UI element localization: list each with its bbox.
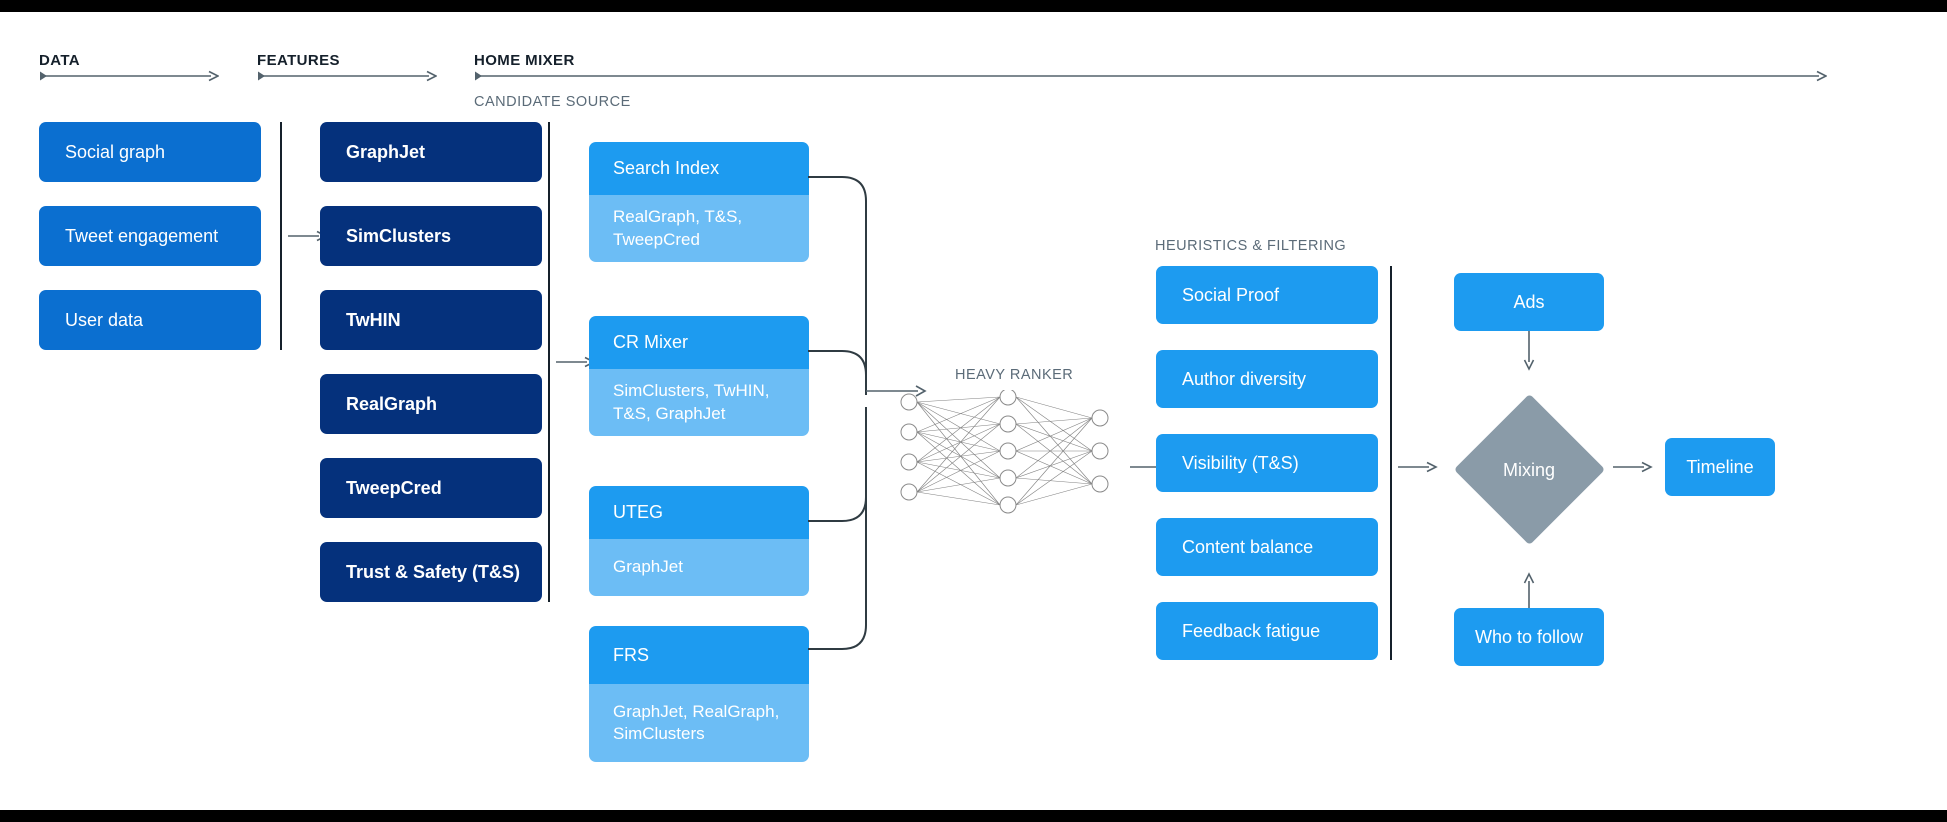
candidate-source-features: SimClusters, TwHIN, T&S, GraphJet — [589, 369, 809, 436]
mixing-input-ads[interactable]: Ads — [1454, 273, 1604, 331]
candidate-source-name: UTEG — [589, 486, 809, 539]
heuristic-box-social-proof[interactable]: Social Proof — [1156, 266, 1378, 324]
section-arrow-features — [257, 70, 437, 82]
section-arrow-home-mixer — [474, 70, 1827, 82]
divider-heuristics-mixing — [1390, 266, 1392, 660]
section-title-features: FEATURES — [257, 52, 340, 69]
feature-box-realgraph[interactable]: RealGraph — [320, 374, 542, 434]
section-title-home-mixer: HOME MIXER — [474, 52, 575, 69]
arrow-heuristics-to-mixing — [1398, 460, 1438, 474]
candidate-source-card-frs[interactable]: FRS GraphJet, RealGraph, SimClusters — [589, 626, 809, 762]
candidate-source-features: GraphJet, RealGraph, SimClusters — [589, 684, 809, 762]
heavy-ranker-neural-network — [895, 388, 1125, 530]
arrow-mixing-to-timeline — [1613, 460, 1653, 474]
data-box-social-graph[interactable]: Social graph — [39, 122, 261, 182]
feature-box-simclusters[interactable]: SimClusters — [320, 206, 542, 266]
mixing-output-timeline[interactable]: Timeline — [1665, 438, 1775, 496]
section-arrow-data — [39, 70, 219, 82]
candidate-source-card-search-index[interactable]: Search Index RealGraph, T&S, TweepCred — [589, 142, 809, 262]
connector-candidate-sources-to-ranker — [806, 152, 966, 662]
candidate-source-features: GraphJet — [589, 539, 809, 596]
mixing-diamond-label: Mixing — [1502, 459, 1555, 480]
candidate-source-name: CR Mixer — [589, 316, 809, 369]
candidate-source-name: FRS — [589, 626, 809, 684]
data-box-tweet-engagement[interactable]: Tweet engagement — [39, 206, 261, 266]
candidate-source-name: Search Index — [589, 142, 809, 195]
candidate-source-card-cr-mixer[interactable]: CR Mixer SimClusters, TwHIN, T&S, GraphJ… — [589, 316, 809, 436]
feature-box-tweepcred[interactable]: TweepCred — [320, 458, 542, 518]
section-title-data: DATA — [39, 52, 81, 69]
neural-network-label: HEAVY RANKER — [955, 367, 1074, 383]
feature-box-trust-safety[interactable]: Trust & Safety (T&S) — [320, 542, 542, 602]
arrow-ads-to-mixing — [1521, 331, 1537, 371]
candidate-source-features: RealGraph, T&S, TweepCred — [589, 195, 809, 262]
heuristic-box-author-diversity[interactable]: Author diversity — [1156, 350, 1378, 408]
heuristic-box-visibility[interactable]: Visibility (T&S) — [1156, 434, 1378, 492]
subsection-title-heuristics: HEURISTICS & FILTERING — [1155, 238, 1347, 254]
candidate-source-card-uteg[interactable]: UTEG GraphJet — [589, 486, 809, 596]
feature-box-graphjet[interactable]: GraphJet — [320, 122, 542, 182]
mixing-input-who-to-follow[interactable]: Who to follow — [1454, 608, 1604, 666]
feature-box-twhin[interactable]: TwHIN — [320, 290, 542, 350]
heuristic-box-content-balance[interactable]: Content balance — [1156, 518, 1378, 576]
subsection-title-candidate-source: CANDIDATE SOURCE — [474, 94, 631, 110]
heuristic-box-feedback-fatigue[interactable]: Feedback fatigue — [1156, 602, 1378, 660]
data-box-user-data[interactable]: User data — [39, 290, 261, 350]
divider-features-home-mixer — [548, 122, 550, 602]
divider-data-features — [280, 122, 282, 350]
diagram-canvas: DATA FEATURES HOME MIXER CANDIDA — [0, 12, 1947, 810]
